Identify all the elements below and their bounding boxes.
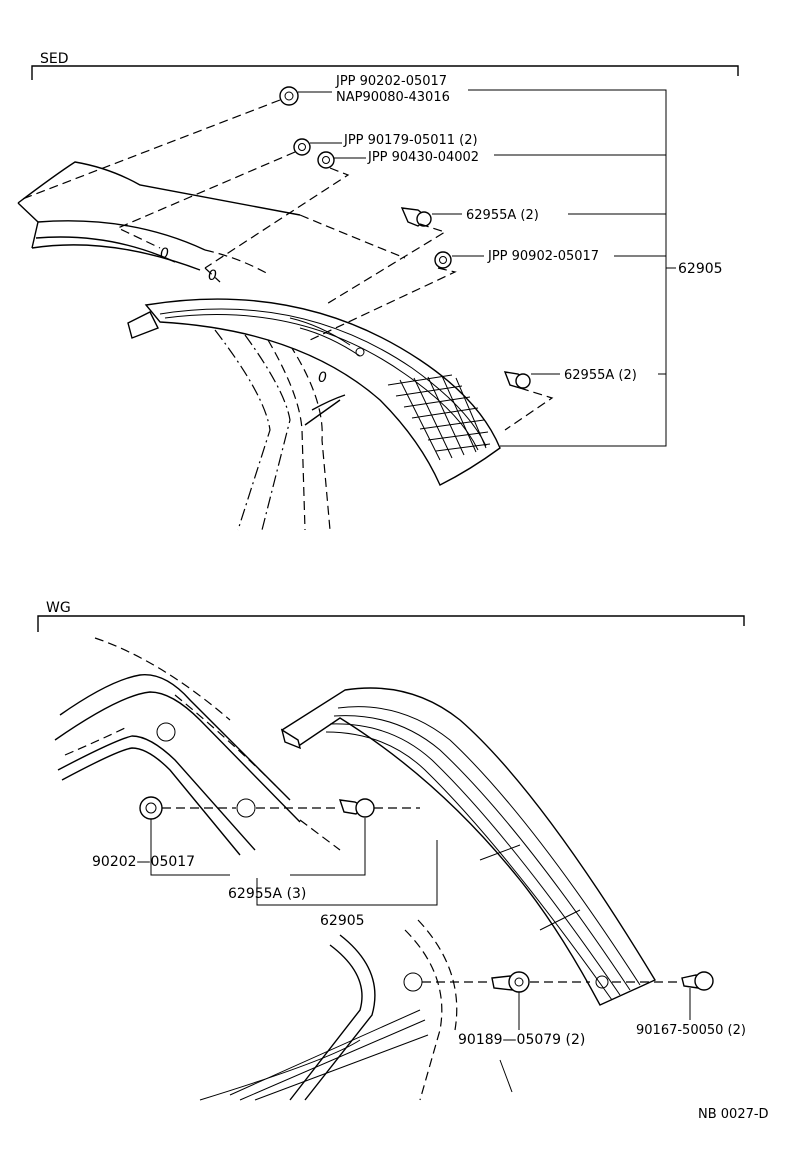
- wg-body-outline: [54, 637, 341, 856]
- sed-section-bracket: [31, 65, 739, 80]
- callout-jpp-90902-05017: JPP 90902-05017: [487, 249, 599, 264]
- callout-62955a-wg: 62955A (3): [228, 886, 306, 902]
- sed-garnish-moulding: [127, 298, 501, 486]
- sed-nut-90202: [279, 86, 299, 106]
- callout-62905-wg: 62905: [320, 913, 365, 929]
- sed-body-outline: [17, 161, 406, 276]
- callout-90202-05017-wg: 90202—05017: [92, 854, 195, 870]
- wg-clip-90189: [491, 971, 530, 993]
- wg-clip-62955a: [338, 798, 375, 818]
- sed-washer-90430: [317, 151, 335, 169]
- callout-nap-90080-43016: NAP90080-43016: [336, 90, 450, 105]
- sed-mark-zero: 0: [208, 268, 217, 284]
- wg-section: WG: [37, 600, 746, 1101]
- sed-leader-lines: [298, 89, 676, 447]
- callout-62905-sed: 62905: [678, 261, 723, 277]
- wg-garnish-moulding: [280, 687, 657, 1006]
- callout-jpp-90430-04002: JPP 90430-04002: [367, 150, 479, 165]
- callout-jpp-90202-05017: JPP 90202-05017: [335, 74, 447, 89]
- sed-nut-90902: [434, 251, 452, 269]
- drawing-code: NB 0027-D: [698, 1107, 769, 1122]
- sed-section: SED: [17, 51, 739, 531]
- sed-clip-62955a-upper: [400, 207, 432, 227]
- sed-mark-zero: 0: [160, 246, 169, 262]
- callout-jpp-90179-05011: JPP 90179-05011 (2): [343, 133, 478, 148]
- wg-nut-90202: [139, 796, 163, 820]
- callout-62955a-upper: 62955A (2): [466, 208, 539, 223]
- callout-90189-05079: 90189—05079 (2): [458, 1032, 585, 1048]
- wg-screw-90167: [681, 971, 714, 991]
- sed-install-lines: [19, 99, 554, 431]
- wg-body-hole: [156, 722, 256, 818]
- wg-section-bracket: [37, 615, 745, 632]
- wg-section-label: WG: [46, 600, 71, 616]
- sed-section-label: SED: [40, 51, 69, 67]
- wg-install-lines: [162, 807, 680, 983]
- wg-lower-body: [199, 919, 513, 1101]
- sed-clip-62955a-lower: [503, 371, 531, 389]
- sed-rear-body-lines: [214, 329, 346, 531]
- sed-reflector-grid: [387, 374, 491, 461]
- sed-mark-zero: 0: [318, 370, 327, 386]
- callout-90167-50050: 90167-50050 (2): [636, 1023, 746, 1038]
- callout-62955a-lower: 62955A (2): [564, 368, 637, 383]
- sed-nut-90179: [293, 138, 311, 156]
- wg-leader-lines: [150, 818, 691, 1030]
